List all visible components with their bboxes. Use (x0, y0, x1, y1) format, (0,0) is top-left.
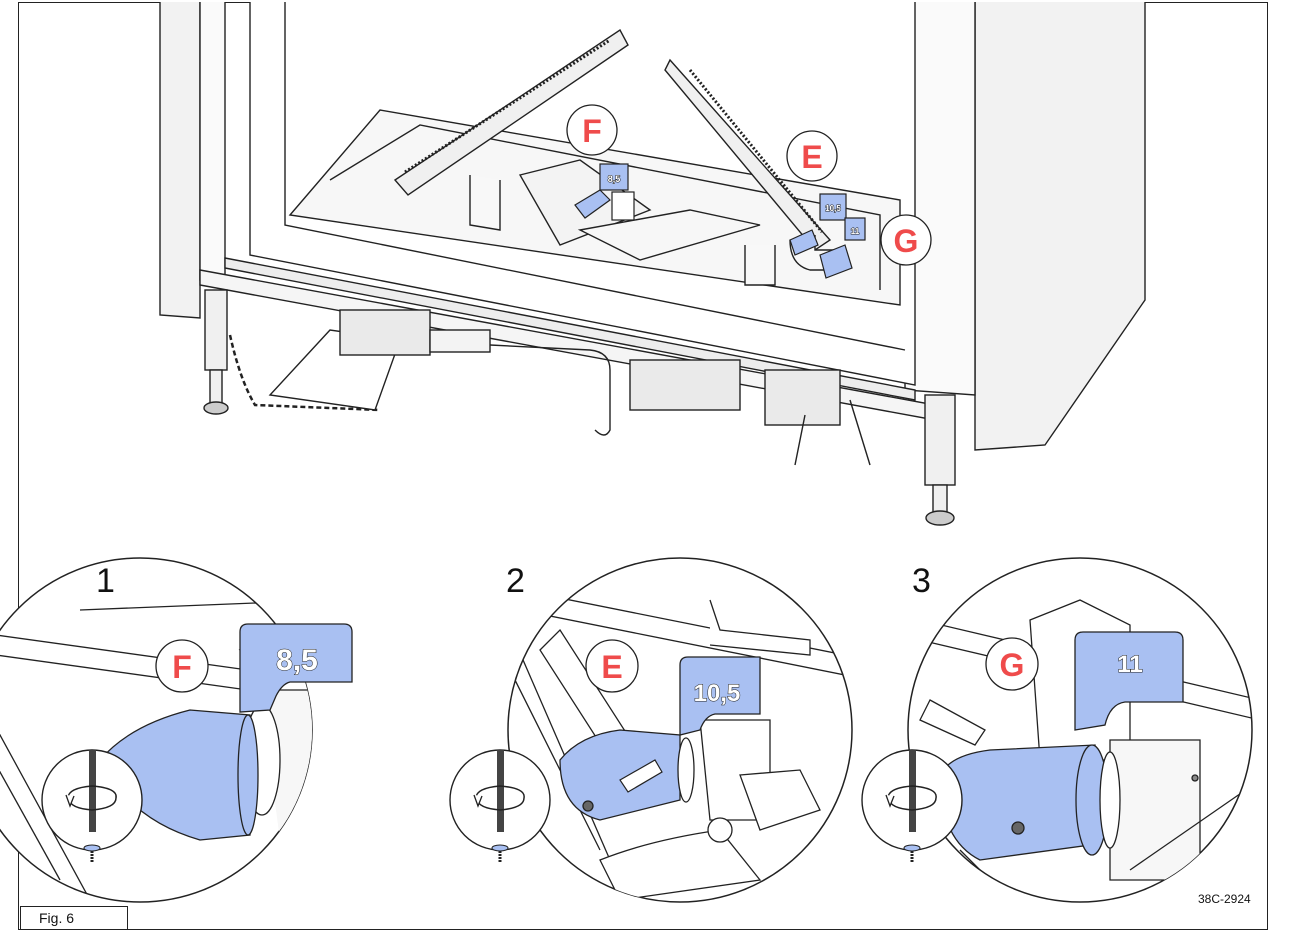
svg-text:11: 11 (851, 227, 860, 236)
step-number-2: 2 (506, 562, 525, 600)
step-number-1: 1 (96, 562, 115, 600)
injector-tag-11: 11 (1117, 651, 1142, 678)
screwdriver-rotate-icon (861, 749, 963, 862)
callout-e: E (601, 649, 622, 685)
detail-circle-2: 10,5 E (507, 557, 853, 903)
reference-code: 38C-2924 (1198, 892, 1251, 906)
svg-text:10,5: 10,5 (825, 204, 841, 213)
injector-tag-8-5: 8,5 (276, 644, 318, 677)
callout-g: G (1000, 647, 1025, 683)
svg-text:E: E (801, 139, 822, 175)
injector-tag-10-5: 10,5 (694, 680, 741, 707)
svg-text:G: G (894, 223, 919, 259)
screwdriver-rotate-icon (449, 749, 551, 862)
detail-circle-1: 8,5 F (0, 557, 353, 903)
callout-f: F (172, 649, 192, 685)
screwdriver-rotate-icon (41, 749, 143, 862)
step-number-3: 3 (912, 562, 931, 600)
injector-e-overview: 10,5 (789, 193, 847, 256)
injector-g-overview: 11 (819, 217, 866, 279)
svg-text:F: F (582, 113, 602, 149)
svg-text:8,5: 8,5 (608, 174, 621, 184)
detail-circle-3: 11 G (907, 557, 1253, 903)
callout-f-overview: F (566, 104, 618, 156)
fireplace-overview (159, 2, 1146, 526)
injector-f-overview: 8,5 (574, 163, 635, 221)
callout-e-overview: E (786, 130, 838, 182)
callout-g-overview: G (880, 214, 932, 266)
figure-label: Fig. 6 (20, 906, 128, 930)
